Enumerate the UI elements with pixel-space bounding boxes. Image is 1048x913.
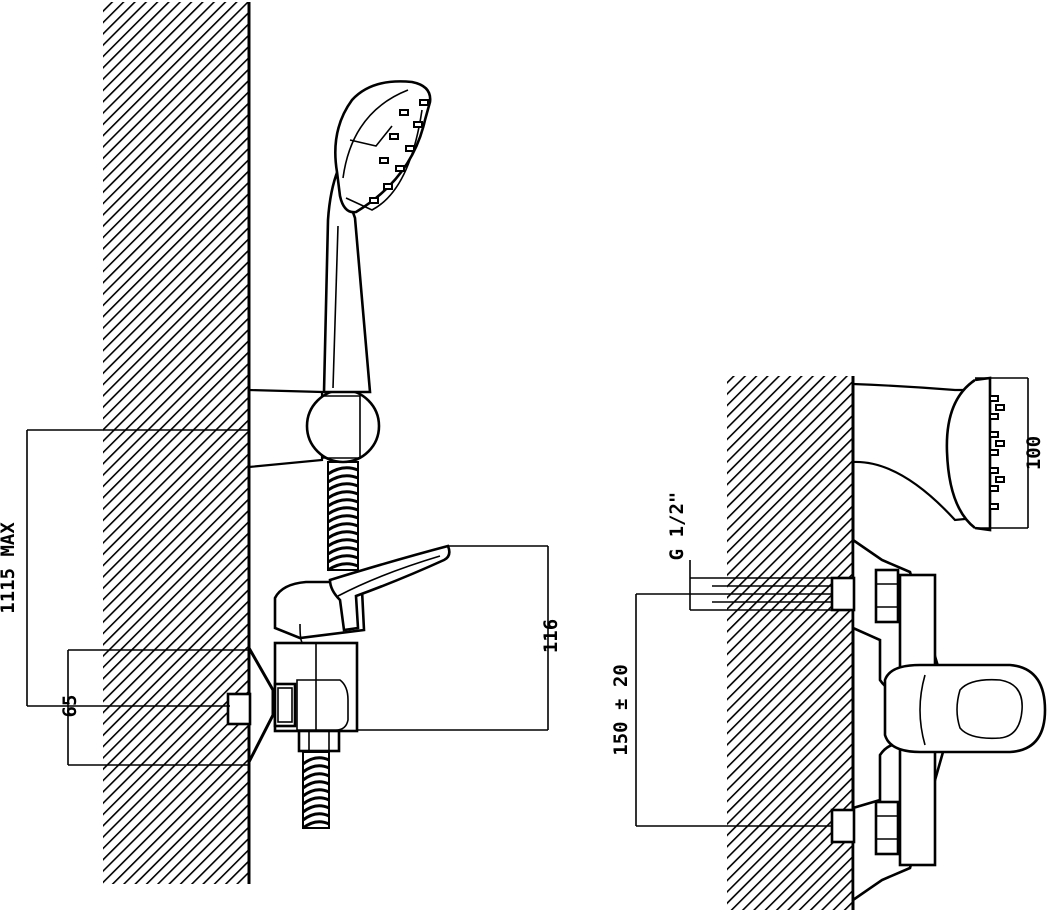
nozzle	[379, 157, 389, 164]
nozzle	[989, 485, 999, 492]
hose-coil	[327, 538, 359, 548]
nozzle	[989, 503, 999, 510]
hose-coil	[302, 820, 330, 830]
hose-coil	[327, 490, 359, 500]
hose-coil	[327, 554, 359, 564]
hose-coil	[302, 788, 330, 798]
nozzle	[995, 404, 1005, 411]
nozzle	[995, 440, 1005, 447]
hose-coil	[327, 522, 359, 532]
hose-coil	[302, 804, 330, 814]
nozzle	[369, 197, 379, 204]
thread-pipe	[689, 560, 832, 611]
hose-coil	[302, 756, 330, 766]
fixed-shower-head	[852, 376, 1029, 532]
nozzle	[395, 165, 405, 172]
hose-coil	[327, 466, 359, 476]
hose-coil	[327, 546, 359, 556]
nozzle	[413, 121, 423, 128]
hose-coil	[302, 772, 330, 782]
nozzle	[389, 133, 399, 140]
nozzle	[405, 145, 415, 152]
hose-coil	[327, 474, 359, 484]
mixer-front	[830, 537, 1047, 903]
nozzle	[989, 467, 999, 474]
nozzle	[383, 183, 393, 190]
hose-coil	[327, 482, 359, 492]
dim-wall-offset: 65	[59, 695, 81, 718]
dim-head-diameter: 100	[1023, 436, 1045, 470]
dim-max-height: 1115 MAX	[0, 522, 19, 614]
dim-handle-height: 116	[540, 619, 562, 653]
dim-thread: G 1/2"	[666, 492, 688, 561]
hose-lower	[302, 751, 330, 830]
dim-centers: 150 ± 20	[610, 664, 632, 756]
dimension-lines-left	[26, 429, 549, 766]
dimension-centers	[635, 593, 832, 827]
nozzle	[989, 395, 999, 402]
hose-coil	[327, 562, 359, 572]
mixer-side	[226, 544, 451, 763]
hose-coil	[327, 506, 359, 516]
hose-coil	[327, 514, 359, 524]
hose-coil	[302, 812, 330, 822]
nozzle	[419, 99, 429, 106]
hose-coil	[302, 796, 330, 806]
nozzle	[989, 449, 999, 456]
nozzle	[989, 431, 999, 438]
hose-coil	[327, 530, 359, 540]
wall-holder	[248, 388, 381, 469]
nozzle	[989, 413, 999, 420]
hose-coil	[302, 780, 330, 790]
side-view: 1115 MAX 65 116	[0, 2, 562, 884]
hand-shower	[322, 80, 432, 394]
nozzle	[995, 476, 1005, 483]
hose-upper	[327, 461, 359, 572]
hose-coil	[302, 764, 330, 774]
nozzle	[399, 109, 409, 116]
hose-coil	[327, 498, 359, 508]
front-view: 100 G 1/2"	[610, 376, 1047, 910]
wall-hatch-left	[103, 2, 249, 884]
